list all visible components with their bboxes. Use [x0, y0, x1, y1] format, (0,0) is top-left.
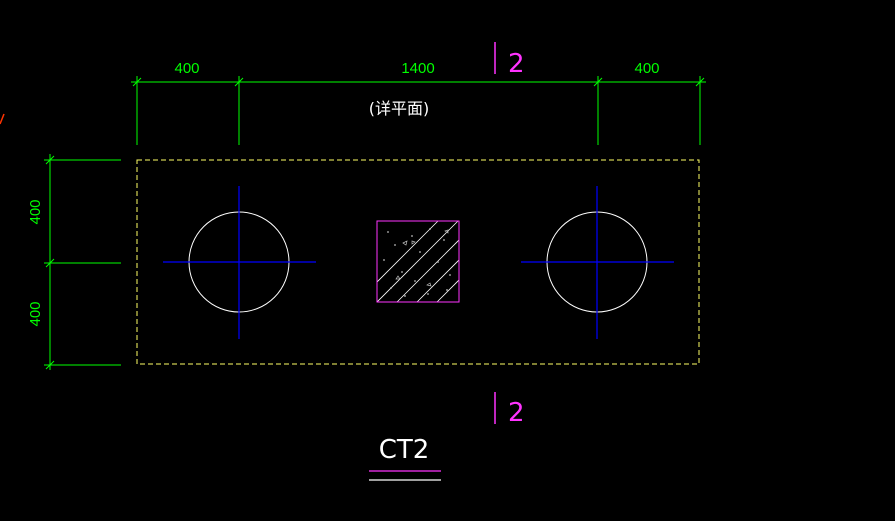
stray-marker — [0, 113, 5, 125]
pile-cap-outline[interactable] — [136, 159, 700, 365]
dim-top-right: 400 — [634, 60, 659, 77]
column-outline[interactable] — [376, 220, 460, 303]
column-hatch — [377, 221, 459, 302]
dim-top-left: 400 — [174, 60, 199, 77]
top-dimension-chain — [131, 76, 706, 145]
section-mark-bottom: 2 — [494, 392, 525, 428]
left-dimension-chain — [44, 154, 121, 370]
section-mark-top: 2 — [494, 42, 525, 79]
dim-left-upper: 400 — [27, 199, 44, 224]
axis-cross-left — [163, 186, 316, 339]
axis-cross-right — [521, 186, 674, 339]
svg-text:2: 2 — [508, 398, 525, 428]
dim-top-middle: 1400 — [401, 60, 434, 77]
svg-text:2: 2 — [508, 49, 525, 79]
dim-left-lower: 400 — [27, 301, 44, 326]
drawing-title: CT2 — [379, 435, 430, 465]
plan-note: (详平面) — [369, 99, 430, 118]
